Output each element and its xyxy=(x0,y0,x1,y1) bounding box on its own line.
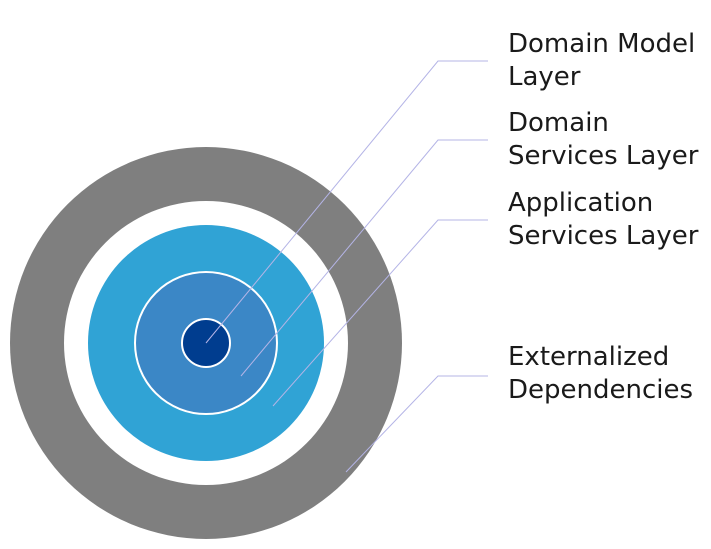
leader-line-domain-model xyxy=(205,60,488,344)
domain-model-label: Domain Model Layer xyxy=(508,28,695,94)
domain-services-label: Domain Services Layer xyxy=(508,107,698,173)
domain-model-label-line2: Layer xyxy=(508,62,581,92)
externalized-dependencies-label: Externalized Dependencies xyxy=(508,341,693,407)
application-services-label-line1: Application xyxy=(508,188,654,218)
leader-line-externalized-dependencies xyxy=(345,375,488,473)
domain-services-label-line1: Domain xyxy=(508,108,609,138)
externalized-dependencies-label-line1: Externalized xyxy=(508,342,670,372)
leader-line-domain-services xyxy=(240,139,488,377)
domain-model-label-line1: Domain Model xyxy=(508,29,696,59)
leader-line-application-services xyxy=(272,219,488,407)
application-services-label: Application Services Layer xyxy=(508,187,698,253)
domain-services-label-line2: Services Layer xyxy=(508,141,699,171)
application-services-label-line2: Services Layer xyxy=(508,221,699,251)
externalized-dependencies-label-line2: Dependencies xyxy=(508,375,694,405)
